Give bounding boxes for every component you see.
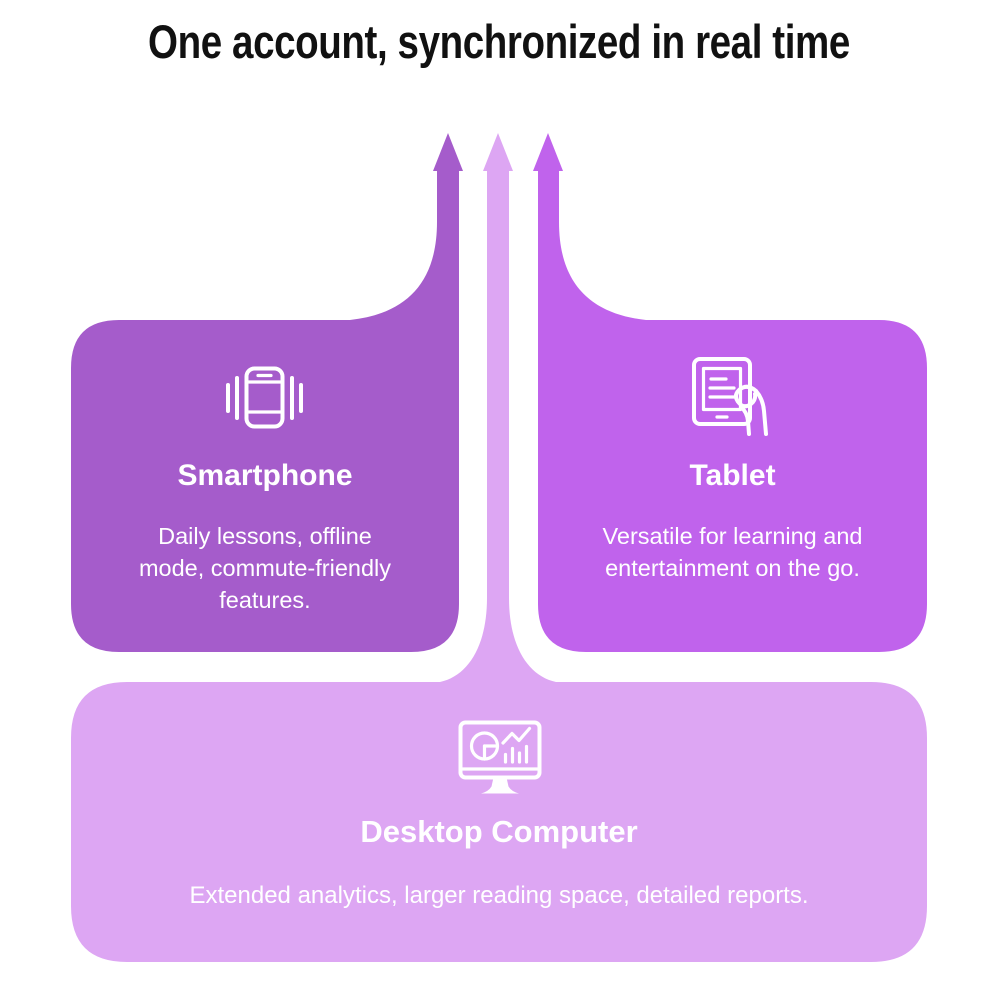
tablet-card-title: Tablet <box>689 459 776 492</box>
page-title-wrap: One account, synchronized in real time <box>0 14 998 69</box>
desktop-card-title: Desktop Computer <box>360 814 638 849</box>
vibrating-smartphone-icon <box>226 366 303 429</box>
smartphone-card-title: Smartphone <box>177 459 353 492</box>
tablet-in-hand-icon <box>692 357 768 436</box>
desktop-analytics-icon <box>458 720 542 794</box>
page-title: One account, synchronized in real time <box>148 15 850 68</box>
desktop-card-description: Extended analytics, larger reading space… <box>189 882 809 909</box>
desktop-card-arrow-shape <box>71 133 927 962</box>
tablet-card-description: Versatile for learning and entertainment… <box>602 523 863 581</box>
tablet-card-arrow-shape <box>516 116 944 669</box>
smartphone-card-arrow-shape <box>54 116 480 669</box>
smartphone-card-description: Daily lessons, offline mode, commute-fri… <box>138 523 392 613</box>
